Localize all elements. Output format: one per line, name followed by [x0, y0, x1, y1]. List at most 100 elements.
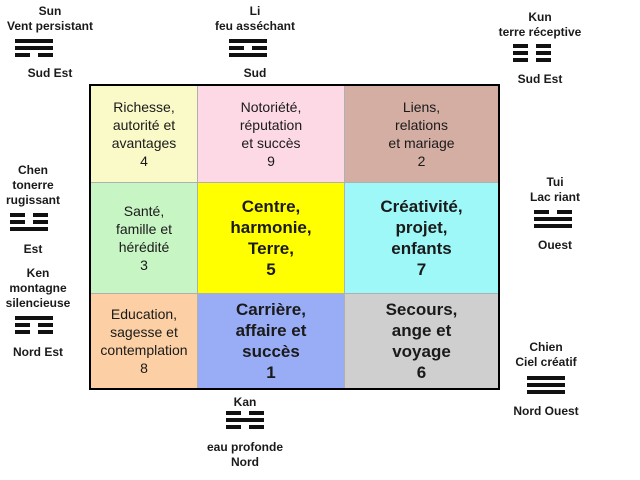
yin-line	[513, 44, 551, 48]
cell-number: 9	[267, 153, 275, 169]
yang-line	[15, 316, 53, 320]
line-segment	[10, 220, 25, 224]
cell-text-line: Santé,	[123, 203, 165, 219]
line-segment	[229, 53, 267, 57]
cell-text-line: avantages	[111, 135, 177, 151]
cell-text-line: affaire et	[235, 321, 307, 340]
cell-text-line: hérédité	[118, 239, 170, 255]
trigram-tui-icon	[534, 210, 572, 231]
cell-text-line: Terre,	[248, 239, 294, 258]
line-segment	[557, 210, 572, 214]
cell-number: 1	[266, 363, 276, 382]
yang-line	[229, 53, 267, 57]
line-segment	[534, 217, 572, 221]
line-segment	[38, 330, 53, 334]
trigram-text-line: Chien	[529, 340, 563, 354]
trigram-text-line: rugissant	[5, 193, 60, 207]
yin-line	[534, 210, 572, 214]
trigram-text-line: Sud Est	[27, 66, 73, 80]
trigram-text-line: Li	[249, 4, 261, 18]
line-segment	[226, 418, 264, 422]
line-segment	[534, 224, 572, 228]
cell-text-line: Richesse,	[113, 99, 175, 115]
cell-text-line: succès	[242, 342, 300, 361]
yin-line	[15, 330, 53, 334]
line-segment	[15, 330, 30, 334]
cell-number: 6	[416, 363, 427, 382]
yin-line	[229, 46, 267, 50]
line-segment	[527, 376, 565, 380]
yin-line	[513, 58, 551, 62]
trigram-text-line: Sud	[243, 66, 267, 80]
yin-line	[226, 411, 264, 415]
line-segment	[15, 53, 30, 57]
trigram-chen-icon	[10, 213, 48, 234]
trigram-chen-direction: Est	[0, 242, 66, 257]
line-segment	[33, 220, 48, 224]
trigram-text-line: Ken	[26, 266, 50, 280]
line-segment	[15, 316, 53, 320]
line-segment	[513, 51, 528, 55]
cell-text-line: Créativité,	[380, 197, 463, 216]
line-segment	[252, 46, 267, 50]
yin-line	[226, 425, 264, 429]
line-segment	[229, 39, 267, 43]
line-segment	[15, 323, 30, 327]
cell-centre: Centre,harmonie,Terre,5	[198, 183, 345, 294]
cell-text-line: enfants	[391, 239, 452, 258]
cell-text-line: autorité et	[112, 117, 176, 133]
yang-line	[10, 227, 48, 231]
line-segment	[38, 53, 53, 57]
cell-creativite: Créativité, projet, enfants 7	[345, 183, 498, 294]
cell-text-line: ange et	[391, 321, 452, 340]
trigram-text-line: Nord Ouest	[513, 404, 579, 418]
yin-line	[10, 220, 48, 224]
line-segment	[38, 323, 53, 327]
trigram-text-line: silencieuse	[5, 296, 71, 310]
cell-text-line: projet,	[395, 218, 448, 237]
line-segment	[527, 383, 565, 387]
line-segment	[249, 425, 264, 429]
trigram-sun-icon	[15, 39, 53, 60]
cell-number: 5	[266, 260, 276, 279]
cell-number: 8	[140, 360, 148, 376]
trigram-text-line: Sud Est	[517, 72, 563, 86]
line-segment	[10, 227, 48, 231]
yin-line	[513, 51, 551, 55]
cell-number: 7	[416, 260, 427, 279]
yin-line	[10, 213, 48, 217]
trigram-text-line: Chen	[18, 163, 48, 177]
yang-line	[226, 418, 264, 422]
line-segment	[33, 213, 48, 217]
yang-line	[534, 217, 572, 221]
cell-text-line: voyage	[392, 342, 451, 361]
trigram-ken-icon	[15, 316, 53, 337]
cell-text-line: sagesse et	[110, 324, 178, 340]
trigram-kan-icon	[226, 411, 264, 432]
trigram-text-line: Ciel créatif	[515, 355, 577, 369]
cell-text-line: Liens,	[402, 99, 441, 115]
line-segment	[536, 51, 551, 55]
cell-text-line: harmonie,	[230, 218, 312, 237]
trigram-sun-direction: Sud Est	[0, 66, 100, 81]
trigram-text-line: Nord	[231, 455, 259, 469]
cell-text-line: Notoriété,	[240, 99, 302, 115]
trigram-kan-label: Kan	[210, 395, 280, 410]
trigram-text-line: Kan	[233, 395, 257, 409]
line-segment	[513, 44, 528, 48]
